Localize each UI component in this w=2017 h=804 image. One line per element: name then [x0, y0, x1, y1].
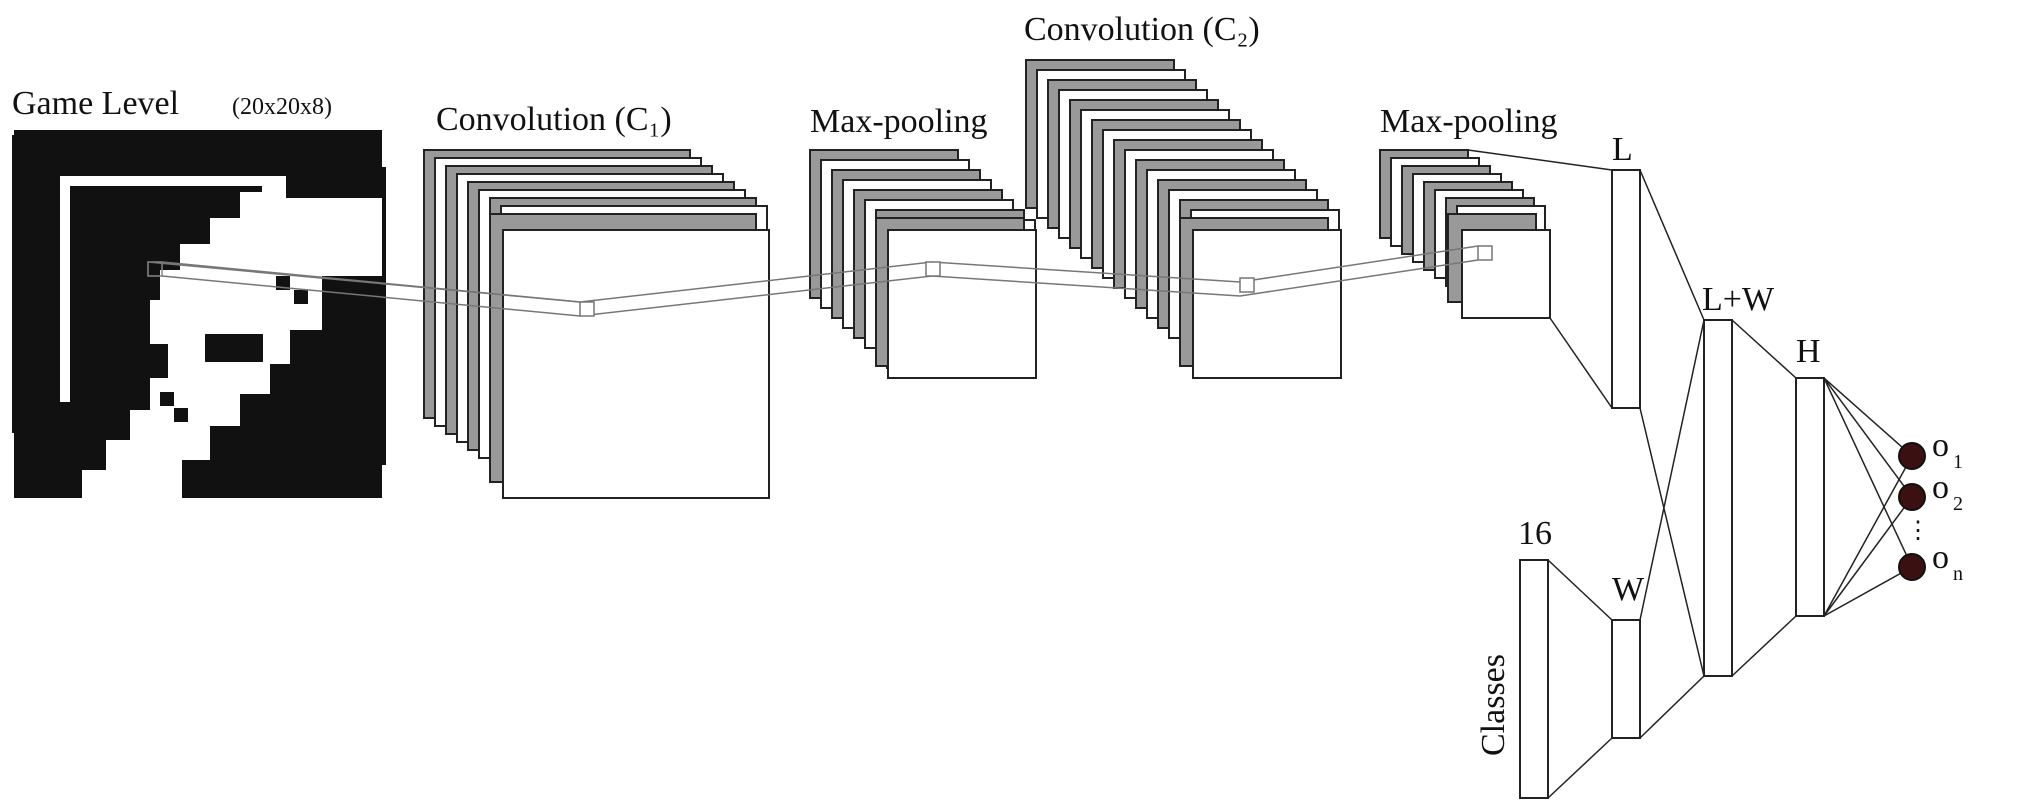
label-layer-w: W	[1612, 571, 1645, 608]
layer-lw-box	[1703, 319, 1733, 677]
label-layer-h: H	[1796, 333, 1821, 370]
layer-h-box	[1795, 377, 1825, 617]
label-conv1: Convolution (C₁)	[436, 101, 672, 138]
layer-l-box	[1611, 169, 1641, 409]
conv2-feature-maps	[1025, 59, 1342, 379]
label-game-level: Game Level	[12, 85, 179, 122]
label-output-1: o	[1932, 427, 1949, 464]
output-nodes	[1898, 442, 1926, 581]
label-classes-count: 16	[1518, 515, 1552, 552]
label-maxpool2: Max-pooling	[1380, 103, 1558, 140]
output-node-1	[1898, 442, 1926, 470]
receptive-field-connectors	[147, 245, 1493, 317]
label-layer-l: L	[1612, 131, 1633, 168]
label-classes: Classes	[1475, 654, 1512, 756]
label-conv2: Convolution (C₂)	[1024, 11, 1260, 48]
label-output-n: o	[1932, 539, 1949, 576]
level-wall-top	[60, 176, 286, 186]
label-output-2: o	[1932, 469, 1949, 506]
label-maxpool1: Max-pooling	[810, 103, 988, 140]
label-output-ellipsis: ⋮	[1906, 518, 1930, 544]
classes-box	[1519, 559, 1549, 799]
level-block-b	[174, 408, 188, 422]
maxpool2-feature-maps	[1379, 149, 1551, 319]
dense-layer-boxes	[1519, 169, 1825, 799]
level-block-a	[160, 392, 174, 406]
label-layer-lw: L+W	[1702, 281, 1775, 318]
game-level-input	[12, 130, 386, 498]
output-node-n	[1898, 553, 1926, 581]
output-node-2	[1898, 483, 1926, 511]
conv1-feature-maps	[423, 149, 770, 499]
label-output-n-sub: n	[1953, 563, 1963, 585]
fully-connected-layers	[1467, 149, 1913, 799]
maxpool1-feature-maps	[809, 149, 1037, 379]
level-wall-left	[60, 176, 70, 402]
layer-w-box	[1611, 619, 1641, 739]
label-output-1-sub: 1	[1953, 451, 1963, 473]
level-block-center	[205, 334, 263, 362]
label-game-level-dims: (20x20x8)	[232, 94, 332, 120]
level-block-d	[294, 290, 308, 304]
label-output-2-sub: 2	[1953, 493, 1963, 515]
